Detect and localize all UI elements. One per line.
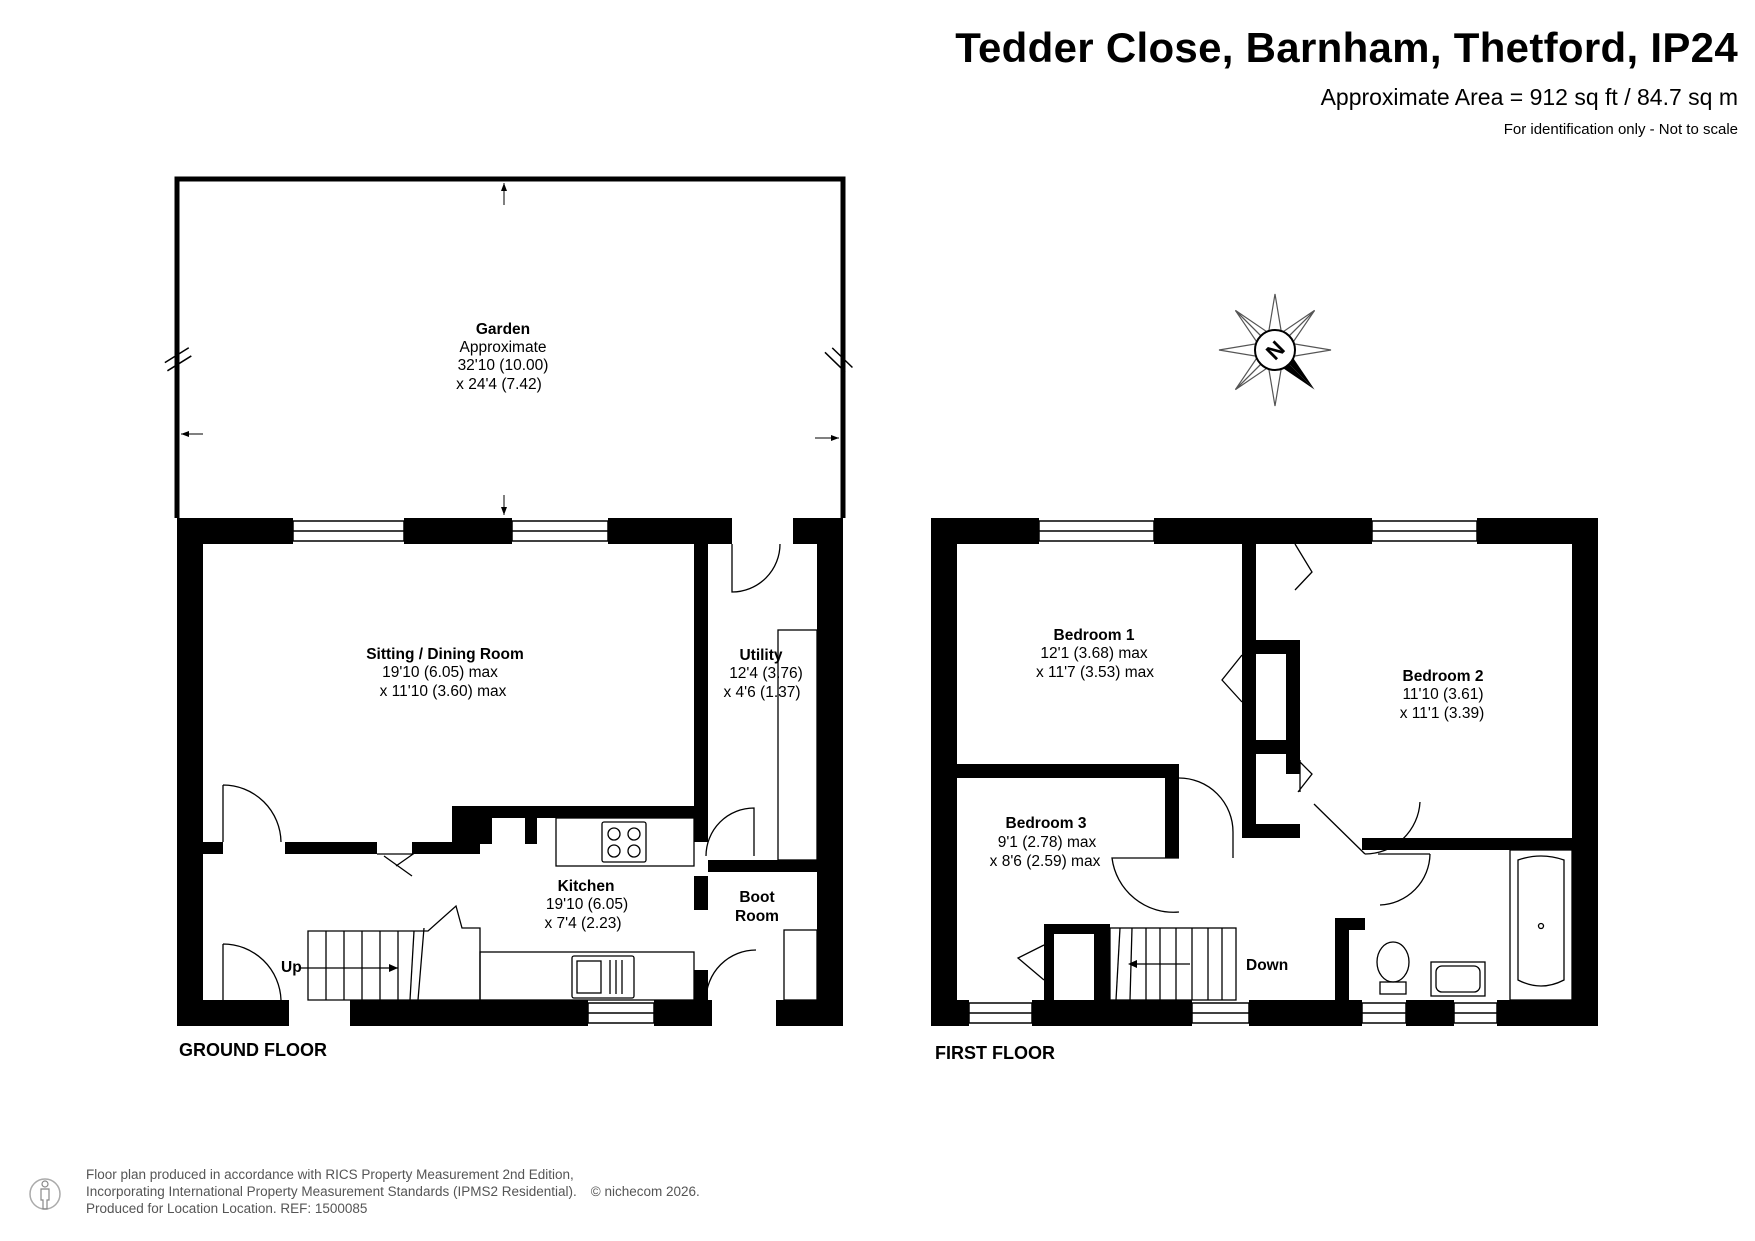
utility-name: Utility xyxy=(739,647,782,664)
approximate-area: Approximate Area = 912 sq ft / 84.7 sq m xyxy=(1320,84,1738,110)
bedroom2-name: Bedroom 2 xyxy=(1403,668,1484,685)
bedroom1-dim-2: x 11'7 (3.53) max xyxy=(1036,664,1154,681)
garden-approximate: Approximate xyxy=(459,339,546,356)
bedroom1-dim-1: 12'1 (3.68) max xyxy=(1040,645,1147,662)
kitchen-name: Kitchen xyxy=(558,878,615,895)
garden-dim-1: 32'10 (10.00) xyxy=(458,357,549,374)
first-doors xyxy=(1016,543,1431,981)
page-title: Tedder Close, Barnham, Thetford, IP24 xyxy=(955,24,1738,71)
garden-boundary xyxy=(164,176,853,518)
bedroom1-label: Bedroom 1 12'1 (3.68) max x 11'7 (3.53) … xyxy=(1036,627,1154,681)
bedroom3-dim-1: 9'1 (2.78) max xyxy=(998,834,1097,851)
garden-label: Garden Approximate 32'10 (10.00) x 24'4 … xyxy=(456,321,548,393)
person-icon xyxy=(29,1178,61,1210)
sitting-dining-label: Sitting / Dining Room 19'10 (6.05) max x… xyxy=(366,646,524,700)
utility-label: Utility 12'4 (3.76) x 4'6 (1.37) xyxy=(723,647,802,701)
ground-exterior-walls xyxy=(177,518,843,1026)
footer-line-3: Produced for Location Location. REF: 150… xyxy=(86,1201,368,1216)
boot-room-name-2: Room xyxy=(735,908,779,925)
bedroom2-dim-2: x 11'1 (3.39) xyxy=(1400,705,1485,722)
sitting-name: Sitting / Dining Room xyxy=(366,646,524,663)
first-interior-walls xyxy=(957,544,1572,1000)
first-stairs xyxy=(1109,927,1237,1001)
garden-dim-2: x 24'4 (7.42) xyxy=(456,376,542,393)
identification-note: For identification only - Not to scale xyxy=(1503,121,1738,138)
bedroom2-dim-1: 11'10 (3.61) xyxy=(1402,686,1483,703)
bathroom-fittings xyxy=(1376,849,1573,1001)
utility-dim-2: x 4'6 (1.37) xyxy=(723,684,800,701)
sitting-dim-1: 19'10 (6.05) max xyxy=(382,664,498,681)
boot-room-name-1: Boot xyxy=(739,889,774,906)
kitchen-dim-1: 19'10 (6.05) xyxy=(546,896,628,913)
first-exterior-walls xyxy=(931,518,1598,1026)
first-floor-label: FIRST FLOOR xyxy=(935,1043,1055,1063)
footer-line-2-row: Incorporating International Property Mea… xyxy=(86,1183,700,1200)
ground-doors xyxy=(222,543,781,1001)
ground-floor-label: GROUND FLOOR xyxy=(179,1040,327,1060)
first-windows xyxy=(968,520,1498,1024)
footer-line-2: Incorporating International Property Mea… xyxy=(86,1184,577,1199)
ground-stairs xyxy=(300,904,481,1001)
bedroom1-name: Bedroom 1 xyxy=(1054,627,1135,644)
first-floor-plan xyxy=(931,518,1598,1026)
garden-name: Garden xyxy=(476,321,530,338)
boot-room-label: Boot Room xyxy=(735,889,779,925)
ground-floor-plan xyxy=(164,176,853,1026)
ground-windows xyxy=(292,520,655,1024)
stairs-up-label: Up xyxy=(281,959,302,976)
ground-interior-walls xyxy=(203,544,817,1000)
stairs-down-label: Down xyxy=(1246,957,1288,974)
bedroom2-label: Bedroom 2 11'10 (3.61) x 11'1 (3.39) xyxy=(1400,668,1485,722)
bedroom3-dim-2: x 8'6 (2.59) max xyxy=(990,853,1101,870)
footer-line-1: Floor plan produced in accordance with R… xyxy=(86,1167,574,1182)
utility-dim-1: 12'4 (3.76) xyxy=(729,665,803,682)
footer-disclaimer: Floor plan produced in accordance with R… xyxy=(86,1166,700,1217)
bedroom3-name: Bedroom 3 xyxy=(1006,815,1087,832)
footer-copyright: © nichecom 2026. xyxy=(590,1184,700,1199)
compass-icon: N xyxy=(1218,293,1332,407)
bedroom3-label: Bedroom 3 9'1 (2.78) max x 8'6 (2.59) ma… xyxy=(990,815,1101,870)
kitchen-label: Kitchen 19'10 (6.05) x 7'4 (2.23) xyxy=(544,878,628,932)
kitchen-dim-2: x 7'4 (2.23) xyxy=(544,915,621,932)
sitting-dim-2: x 11'10 (3.60) max xyxy=(380,683,507,700)
